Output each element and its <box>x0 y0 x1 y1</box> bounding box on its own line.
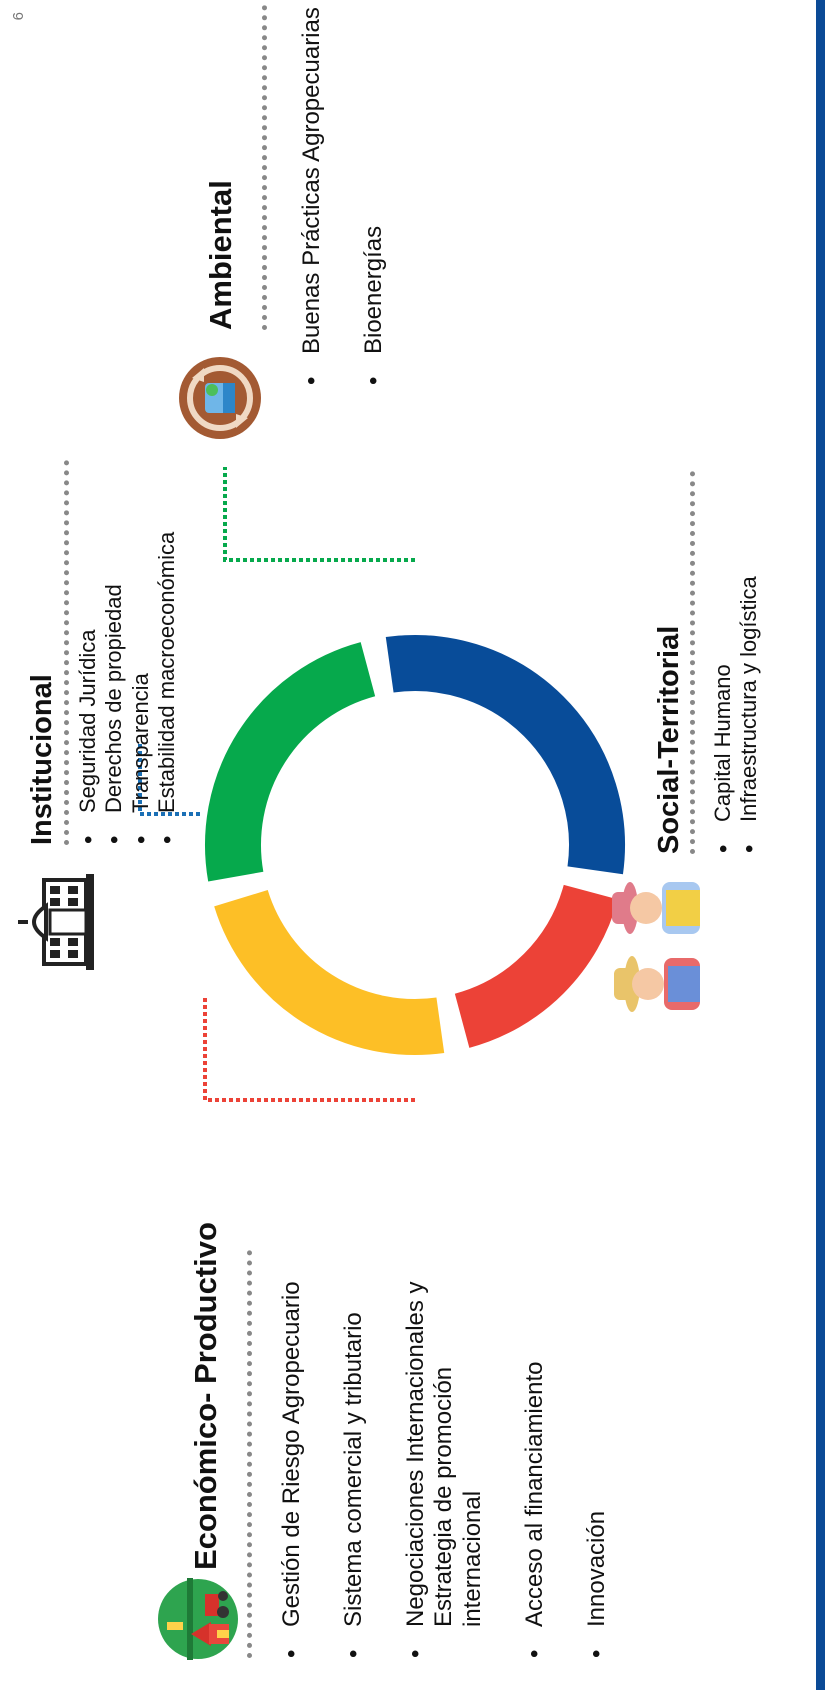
list-item: Infraestructura y logística <box>736 473 762 853</box>
farm-icon <box>157 1578 239 1660</box>
list-item: Sistema comercial y tributario <box>340 1228 369 1658</box>
dotted-divider-economico <box>247 1250 252 1658</box>
list-ambiental: Buenas Prácticas Agropecuarias Bioenergí… <box>298 5 389 385</box>
section-title-economico: Económico- Productivo <box>188 1222 223 1570</box>
dotted-divider-social <box>690 471 695 854</box>
ring-segment-green <box>205 642 376 882</box>
list-item: Gestión de Riesgo Agropecuario <box>278 1228 307 1658</box>
list-institucional: Seguridad Jurídica Derechos de propiedad… <box>75 444 181 844</box>
ring-segment-blue <box>385 635 625 875</box>
section-title-institucional: Institucional <box>26 674 58 845</box>
section-title-ambiental: Ambiental <box>203 180 238 330</box>
ring-segment-red <box>454 884 618 1048</box>
list-item: Estabilidad macroeconómica <box>154 444 180 844</box>
list-item: Negociaciones Internacionales y Estrateg… <box>402 1228 488 1658</box>
list-item: Acceso al financiamiento <box>521 1228 550 1658</box>
dotted-divider-institucional <box>64 460 69 845</box>
connector-economico <box>203 995 415 1102</box>
list-item: Capital Humano <box>710 473 736 853</box>
list-item: Buenas Prácticas Agropecuarias <box>298 5 327 385</box>
ring-segment-yellow <box>214 889 445 1055</box>
section-title-social: Social-Territorial <box>653 625 685 854</box>
farmers-icon <box>608 870 703 1020</box>
dotted-divider-ambiental <box>262 5 267 330</box>
list-item: Bioenergías <box>360 5 389 385</box>
list-social: Capital Humano Infraestructura y logísti… <box>710 473 763 853</box>
list-item: Transparencia <box>128 444 154 844</box>
government-building-icon <box>16 872 96 972</box>
environment-cycle-icon <box>178 356 262 440</box>
list-item: Innovación <box>583 1228 612 1658</box>
list-item: Seguridad Jurídica <box>75 444 101 844</box>
list-item: Derechos de propiedad <box>101 444 127 844</box>
connector-ambiental <box>223 467 415 562</box>
list-economico: Gestión de Riesgo Agropecuario Sistema c… <box>278 1228 612 1658</box>
